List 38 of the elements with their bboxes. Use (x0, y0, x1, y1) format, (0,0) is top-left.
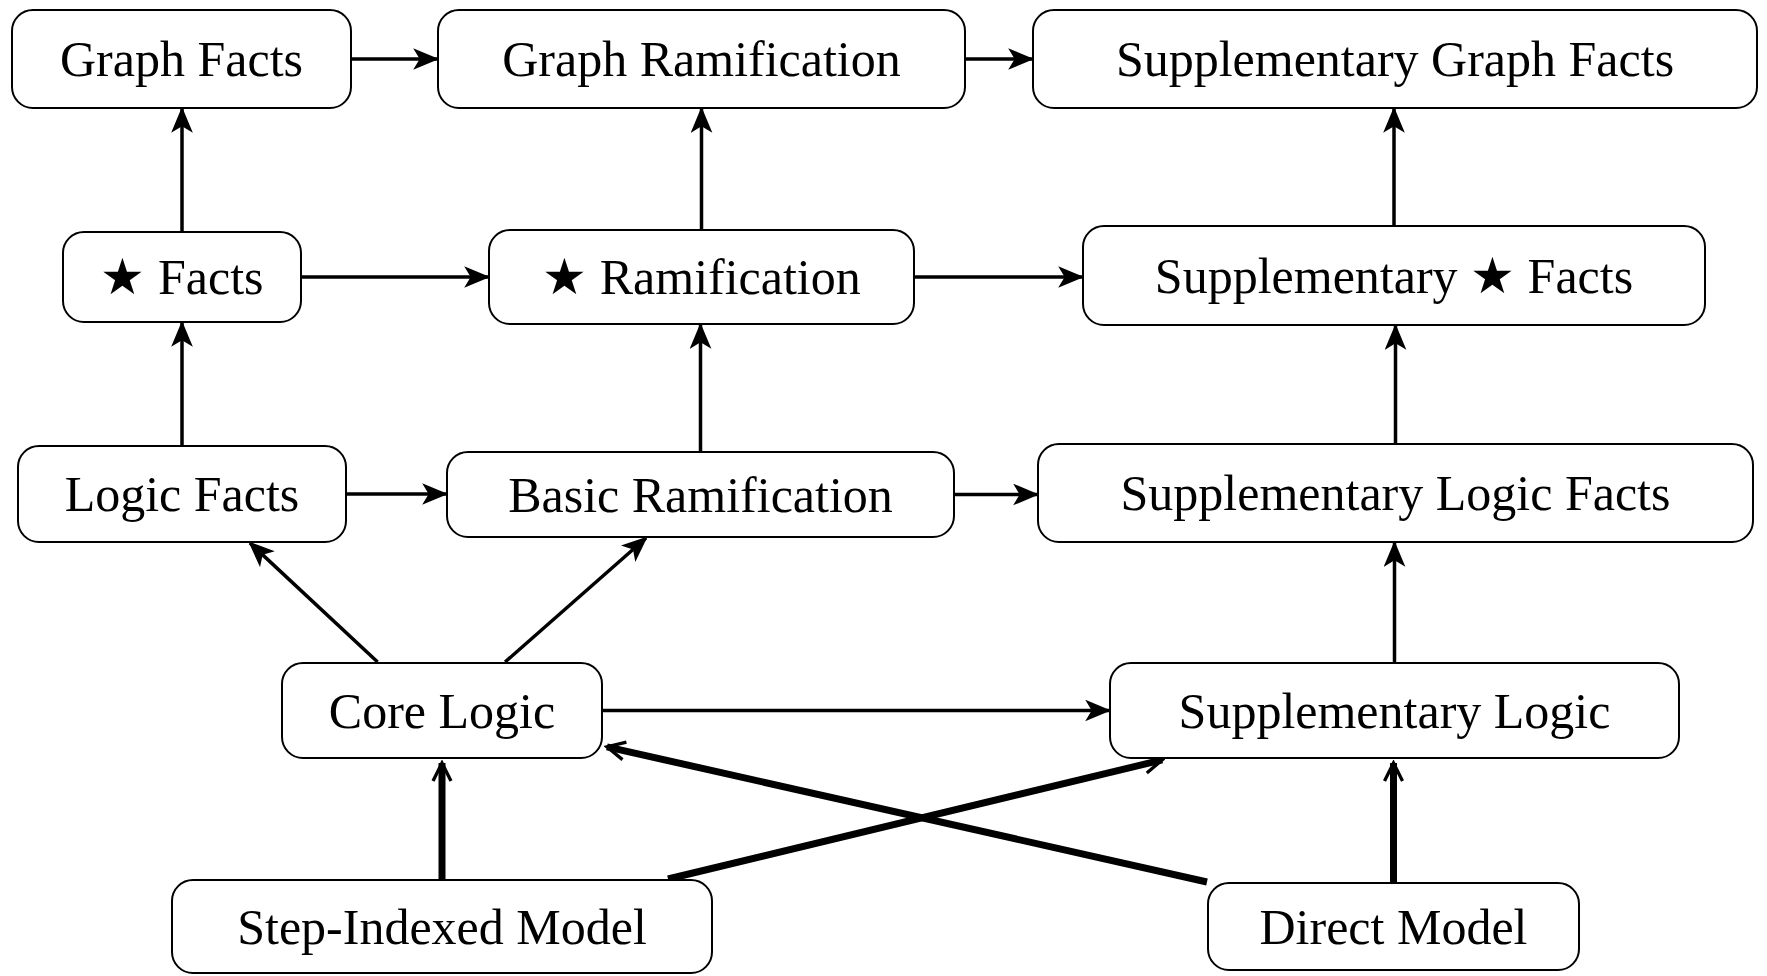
process-box (11, 9, 352, 109)
arrow (171, 320, 193, 445)
node-label: Supplementary Logic (1178, 681, 1611, 740)
node-label: ★ Facts (100, 248, 264, 306)
process-box (1082, 225, 1706, 326)
process-box (281, 662, 603, 759)
process-box (62, 231, 302, 323)
process-box (17, 445, 347, 543)
node-label: Logic Facts (64, 465, 300, 523)
node-label: Supplementary ★ Facts (1154, 246, 1634, 305)
arrow (1383, 540, 1406, 662)
arrow (1384, 323, 1407, 443)
node-label: Basic Ramification (508, 465, 893, 524)
arrow (431, 761, 453, 879)
node-label: Core Logic (328, 681, 556, 740)
arrow (690, 106, 713, 229)
node-label: ★ Ramification (542, 248, 861, 306)
arrow (1382, 761, 1405, 882)
process-box (1032, 9, 1758, 109)
node-label: Supplementary Graph Facts (1115, 30, 1675, 88)
node-label: Step-Indexed Model (237, 897, 647, 956)
node-label: Direct Model (1259, 897, 1528, 956)
arrow (689, 322, 712, 451)
arrow (1383, 106, 1405, 225)
node-label: Graph Facts (60, 30, 303, 88)
arrow (605, 740, 1208, 886)
process-box (1207, 882, 1580, 971)
process-box (1037, 443, 1754, 543)
node-label: Supplementary Logic Facts (1120, 464, 1671, 522)
process-box (437, 9, 966, 109)
arrow (248, 541, 379, 664)
arrow (503, 536, 648, 664)
node-label: Graph Ramification (502, 30, 901, 88)
process-box (171, 879, 713, 974)
process-box (488, 229, 915, 325)
process-box (446, 451, 955, 538)
arrow (171, 106, 193, 231)
process-box (1109, 662, 1680, 759)
